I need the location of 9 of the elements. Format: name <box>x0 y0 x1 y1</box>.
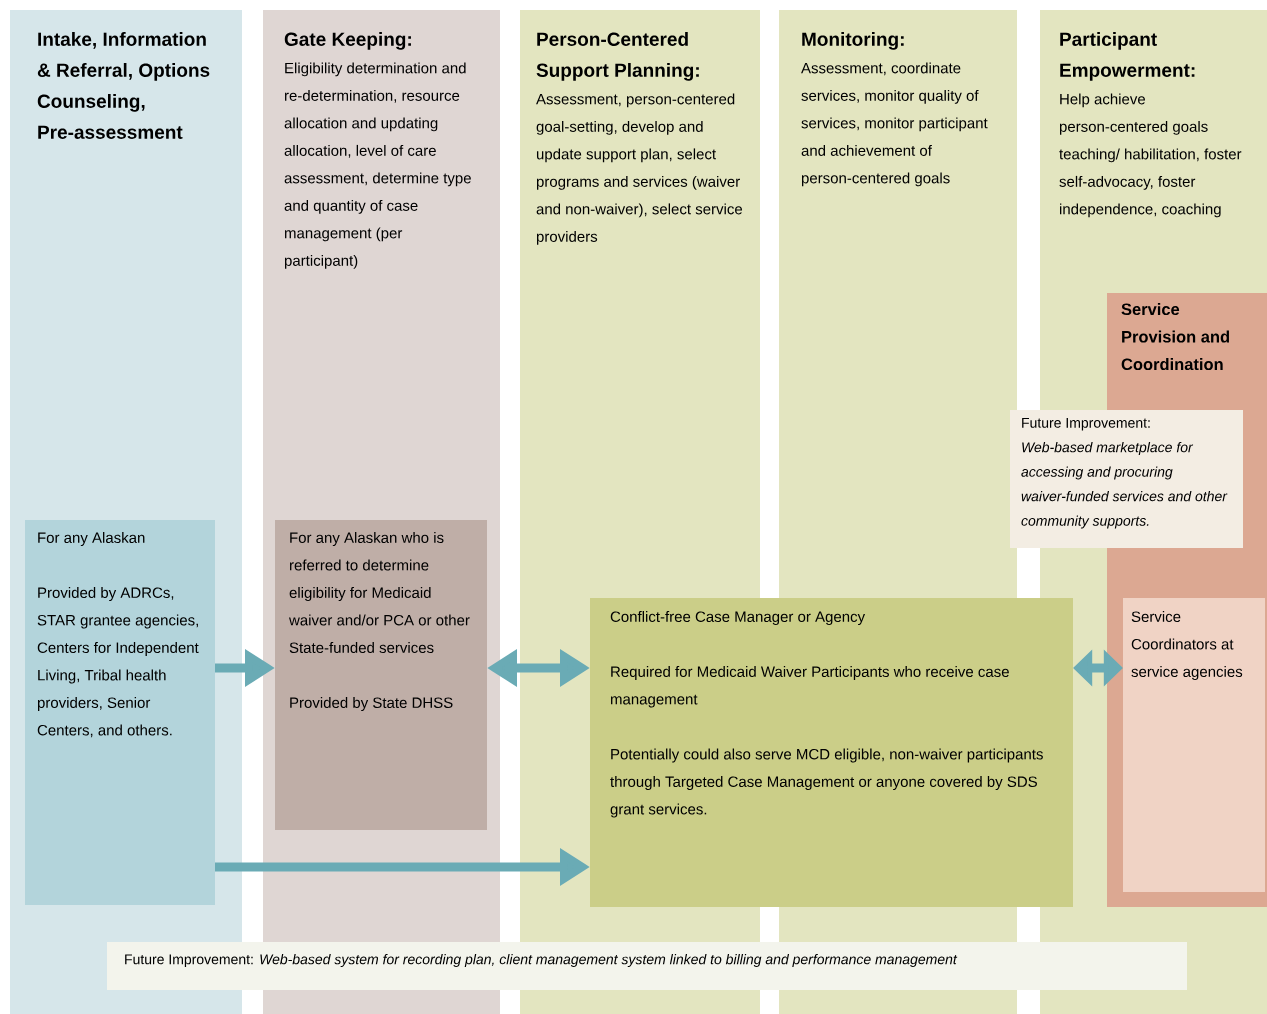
note-box: Future Improvement: Web-based marketplace for accessing and procuring waiver-funded services and other community supports. <box>1010 410 1243 548</box>
node-label: Assessment, person-centered goal-setting, develop and update support plan, select programs and services (waiver and non-waiver), select service providers <box>536 93 743 245</box>
info-box: Service Coordinators at service agencies <box>1123 598 1265 892</box>
node-label: Person-Centered Support Planning: <box>536 32 699 81</box>
note-bar: Future Improvement: Web-based system for recording plan, client management system linked to billing and performance management <box>107 942 1187 990</box>
stage-column: Person-Centered Support Planning: Assessment, person-centered goal-setting, develop and update support plan, select programs and services (waiver and non-waiver), select service providers <box>520 10 760 590</box>
info-box: Conflict-free Case Manager or Agency Required for Medicaid Waiver Participants who receive case management Potentially could also serve MCD eligible, non-waiver participants through Targeted Case Management or anyone covered by SDS grant services. <box>590 598 1073 907</box>
info-box: For any Alaskan who is referred to determine eligibility for Medicaid waiver and/or PCA or other State-funded services Provided by State DHSS <box>275 520 487 830</box>
info-box: For any Alaskan Provided by ADRCs, STAR grantee agencies, Centers for Independent Living, Tribal health providers, Senior Centers, and others. <box>25 520 215 905</box>
